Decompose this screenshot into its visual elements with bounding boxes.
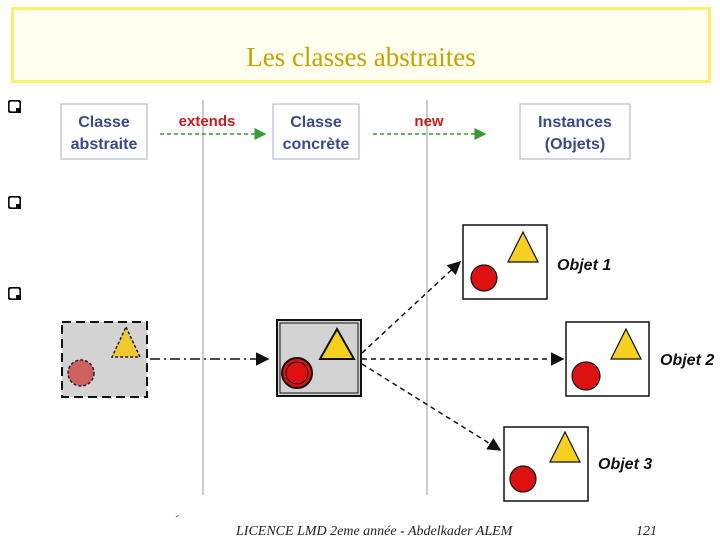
object-1-triangle-icon bbox=[507, 230, 539, 263]
slide-title: Les classes abstraites bbox=[246, 42, 476, 72]
footer-text: LICENCE LMD 2eme année - Abdelkader ALEM bbox=[236, 524, 513, 539]
concrete-triangle-icon bbox=[318, 326, 356, 360]
abstract-triangle-icon bbox=[110, 325, 142, 358]
box-instances bbox=[519, 103, 631, 160]
object-3-label: Objet 3 bbox=[598, 456, 652, 473]
title-banner: Les classes abstraites bbox=[11, 7, 711, 83]
box-abstract-label: abstraite bbox=[71, 136, 138, 153]
concrete-class-inner-border bbox=[279, 322, 359, 394]
bullet-icon bbox=[8, 100, 21, 113]
concrete-circle-ring bbox=[285, 361, 309, 385]
arrow-new-label: new bbox=[414, 113, 444, 130]
object-2-label: Objet 2 bbox=[660, 352, 714, 369]
box-concrete-label: concrète bbox=[283, 136, 350, 153]
box-concrete-label: Classe bbox=[290, 114, 342, 131]
new-arrow-1 bbox=[361, 260, 462, 354]
object-1-label: Objet 1 bbox=[557, 257, 611, 274]
bullet-icon bbox=[8, 196, 21, 209]
abstract-circle-icon bbox=[67, 359, 95, 387]
object-2-triangle-icon bbox=[610, 327, 642, 360]
arrow-extends-label: extends bbox=[179, 113, 236, 130]
object-2-circle-icon bbox=[571, 361, 601, 391]
object-3-circle-icon bbox=[509, 465, 537, 493]
bullet-icon bbox=[8, 287, 21, 300]
box-abstract-class bbox=[60, 103, 148, 160]
new-arrow-3 bbox=[361, 363, 502, 451]
box-abstract-label: Classe bbox=[78, 114, 130, 131]
box-instances-label: Instances bbox=[538, 114, 612, 131]
object-1-circle-icon bbox=[470, 264, 498, 292]
box-concrete-class bbox=[272, 103, 360, 160]
box-instances-label: (Objets) bbox=[545, 136, 605, 153]
footer-mark: ´ bbox=[174, 514, 179, 529]
page-number: 121 bbox=[636, 524, 657, 539]
object-3-triangle-icon bbox=[549, 430, 581, 463]
abstract-class-shape bbox=[61, 321, 148, 398]
